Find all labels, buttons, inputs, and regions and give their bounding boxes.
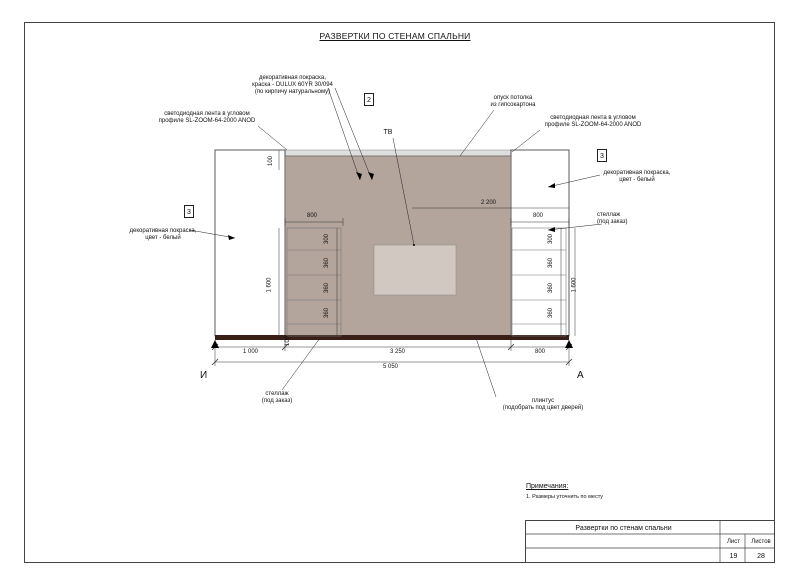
corner-marker-right: [565, 340, 573, 348]
label-decor-paint-main: декоративная покраска, краска - DULUX 60…: [252, 75, 333, 95]
dim-shelf-seg-r3: 360: [548, 282, 555, 294]
title-block-grid: [525, 520, 775, 563]
dim-ceiling-h: 100: [268, 155, 275, 167]
sheets-total: 28: [757, 553, 765, 560]
wall-outline-right: [510, 149, 570, 337]
dim-bottom-left: 1 000: [243, 349, 259, 355]
wall-outline-left: [214, 149, 286, 337]
drawing-title: РАЗВЕРТКИ ПО СТЕНАМ СПАЛЬНИ: [319, 31, 471, 41]
label-plinth: плинтус (подобрать под цвет дверей): [502, 398, 584, 411]
dim-shelf-seg-2: 360: [324, 257, 331, 269]
sheet-frame: [24, 22, 775, 563]
dim-shelf-w-right: 800: [533, 213, 544, 219]
corner-label-right: А: [577, 370, 584, 381]
dim-shelf-seg-r4: 360: [548, 307, 555, 319]
notes-block: Примечания: 1. Размеры уточнить по месту: [526, 483, 603, 500]
title-block-name: Развертки по стенам спальни: [575, 525, 672, 532]
callout-tag-right: 3: [597, 149, 607, 162]
dim-shelf-w-left: 800: [307, 213, 318, 219]
shelf-left: [286, 227, 342, 337]
label-decor-white-right: декоративная покраска, цвет - белый: [603, 170, 671, 183]
sheet-label: Лист: [726, 539, 741, 545]
label-decor-white-left: декоративная покраска, цвет - белый: [129, 228, 197, 241]
label-tv: ТВ: [383, 129, 393, 136]
label-ceiling-drop: опуск потолка из гипсокартона: [490, 95, 536, 108]
label-shelf-bottom: стеллаж (под заказ): [261, 391, 293, 404]
dim-base-h: 100: [285, 335, 292, 347]
notes-heading: Примечания:: [526, 483, 569, 490]
dim-bottom-total: 5 050: [383, 364, 399, 370]
shelf-right: [511, 227, 567, 337]
title-block: Развертки по стенам спальни Лист Листов …: [525, 520, 775, 563]
corner-label-left: И: [200, 370, 208, 381]
dim-tv-offset: 2 200: [481, 200, 497, 206]
plinth: [215, 335, 569, 340]
tv-panel: [373, 244, 457, 296]
ceiling-drop: [284, 149, 512, 157]
label-led-left: светодиодная лента в угловом профиле SL-…: [158, 111, 256, 124]
dim-shelf-h-left: 1 600: [266, 277, 273, 293]
sheet-number: 19: [729, 553, 738, 560]
label-shelf-right: стеллаж (под заказ): [597, 212, 628, 225]
callout-tag-left: 3: [184, 205, 194, 218]
dim-shelf-seg-r2: 360: [548, 257, 555, 269]
dim-shelf-seg-4: 360: [324, 307, 331, 319]
dim-shelf-seg-1: 300: [324, 233, 331, 245]
dim-shelf-h-right: 1 600: [571, 277, 578, 293]
sheets-label: Листов: [751, 539, 771, 545]
dim-bottom-right: 800: [535, 349, 546, 355]
dim-bottom-mid: 3 250: [390, 349, 406, 355]
corner-marker-left: [211, 340, 219, 348]
notes-item: 1. Размеры уточнить по месту: [526, 494, 604, 500]
dim-shelf-seg-3: 360: [324, 282, 331, 294]
label-led-right: светодиодная лента в угловом профиле SL-…: [544, 115, 642, 128]
dim-shelf-seg-r1: 300: [548, 233, 555, 245]
callout-tag-main: 2: [364, 93, 374, 106]
